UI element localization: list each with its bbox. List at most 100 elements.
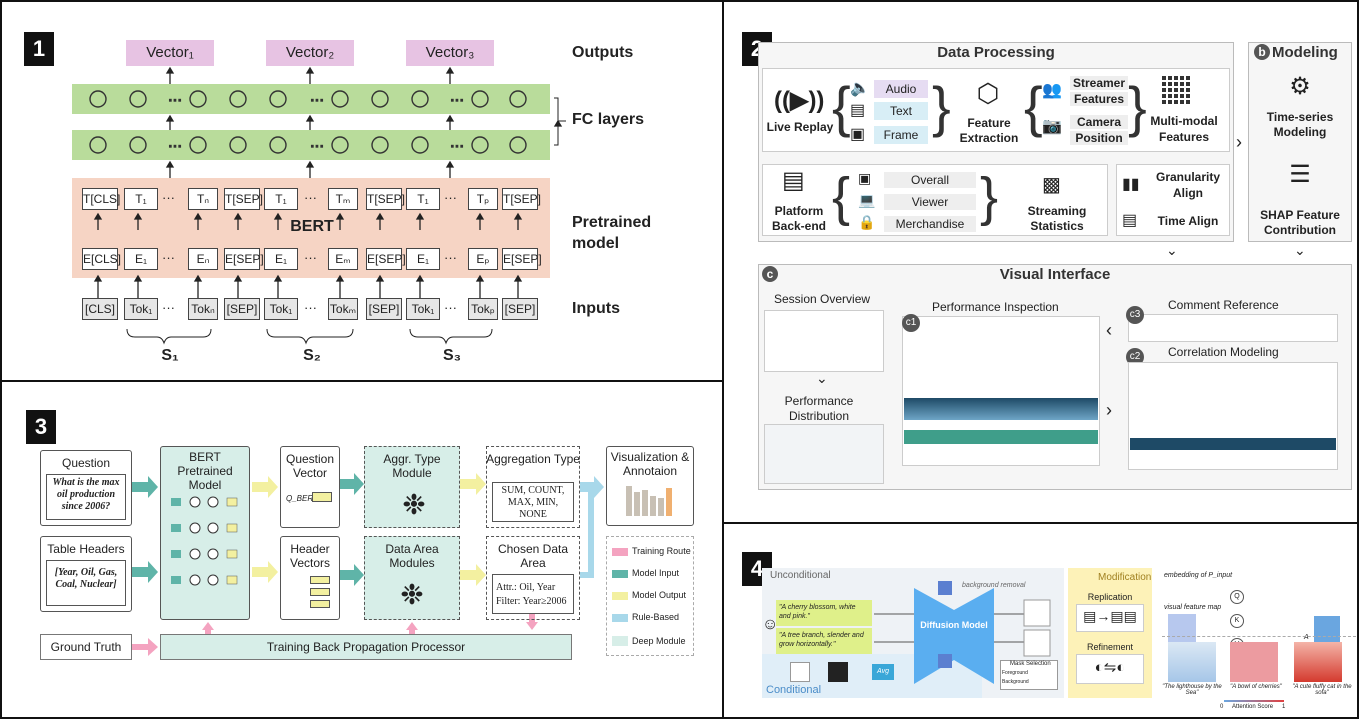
chevron-right-icon: ›	[1106, 400, 1112, 420]
tokens-box: T[SEP]	[502, 188, 541, 210]
vector-3-label: Vector₃	[425, 44, 475, 61]
refinement-label: Refinement	[1086, 642, 1134, 652]
align-box	[1116, 164, 1230, 236]
panel-number-3: 3	[26, 410, 56, 444]
time-align-label: Time Align	[1157, 214, 1219, 228]
segment-3-label: S₃	[442, 347, 462, 364]
qbert-label: Q_BERT	[286, 494, 318, 503]
merch-icon: 🔒	[858, 214, 876, 230]
overall-icon: ▣	[858, 170, 872, 186]
neuron	[189, 136, 207, 154]
shap-label-1: SHAP Feature	[1260, 208, 1340, 222]
session-overview-view	[764, 310, 884, 372]
shap-label-2: Contribution	[1264, 223, 1336, 237]
pretrained-label: Pretrained	[572, 214, 652, 231]
arrow-head	[93, 212, 103, 220]
tokens-box: T[CLS]	[82, 188, 120, 210]
grid-icon	[1162, 76, 1190, 104]
question-vector-label-2: Vector	[292, 466, 328, 480]
ins-box: Tok₁	[406, 298, 440, 320]
ins-box: [SEP]	[502, 298, 538, 320]
chevron-left-icon: ‹	[1106, 320, 1112, 340]
multimodal-label-2: Features	[1158, 130, 1210, 144]
arrow-head	[415, 274, 425, 282]
question-box	[40, 450, 132, 526]
session-overview-label: Session Overview	[774, 292, 871, 306]
brace: {	[1024, 75, 1043, 138]
modification-label: Modification	[1098, 572, 1152, 583]
ellipsis: ···	[444, 250, 457, 265]
perf-dist-label-2: Distribution	[788, 409, 850, 423]
table-headers-box	[40, 536, 132, 612]
input-sketch	[790, 662, 810, 682]
table-headers-label: Table Headers	[47, 542, 125, 556]
panel-table-qa-pipeline: 3 Question What is the max oil productio…	[0, 380, 724, 719]
data-area-module	[364, 536, 460, 620]
aggr-type-module-label: Aggr. Type Module	[383, 452, 441, 480]
camera-position-tag-2: Position	[1070, 131, 1128, 145]
dp-row-1	[762, 68, 1230, 152]
mask-selection	[1000, 660, 1058, 690]
panel-bert-architecture: 1 ·················· Vector₁ Vector₂ Vec…	[0, 0, 724, 382]
timeseries-icon: ⚙	[1289, 73, 1311, 100]
embeds-box: E[CLS]	[82, 248, 121, 270]
statistics-label-2: Statistics	[1030, 219, 1084, 233]
ellipsis: ···	[162, 300, 175, 315]
embedding-label: embedding of P_input	[1164, 572, 1233, 579]
chosen-data-area-box	[486, 536, 580, 620]
header-vector	[310, 576, 330, 584]
comment-ref-view	[1128, 314, 1338, 342]
aggregation-type-label: Aggregation Type	[486, 452, 580, 466]
ellipsis: ···	[162, 250, 175, 265]
chosen-filter: Filter: Year≥2006	[496, 596, 567, 607]
embeds-box: Eₘ	[328, 248, 358, 270]
overall-tag: Overall	[884, 172, 976, 188]
corr-modeling-view	[1128, 362, 1338, 470]
embeds-box: E[SEP]	[502, 248, 542, 270]
qbert-vector	[312, 492, 332, 502]
embeds-box: E[SEP]	[224, 248, 264, 270]
arrow-head	[93, 274, 103, 282]
scale-min: 0	[1220, 704, 1224, 710]
streamer-features-tag-1: Streamer	[1070, 76, 1128, 90]
bert-network-icon	[171, 496, 238, 586]
example-caption-3: "A cute fluffy cat in the sofa"	[1292, 684, 1352, 696]
arrow-head	[335, 274, 345, 282]
platform-label-1: Platform	[774, 204, 824, 218]
statistics-icon: ▩	[1042, 174, 1061, 196]
neuron	[89, 90, 107, 108]
ellipsis: ···	[450, 137, 464, 153]
camera-icon: 📷	[1042, 118, 1062, 135]
feature-extraction-icon: ⬡	[976, 78, 1000, 108]
platform-label-2: Back-end	[771, 219, 827, 233]
modeling-title: Modeling	[1272, 44, 1338, 61]
tokens-box: T[SEP]	[366, 188, 405, 210]
brace: }	[980, 167, 999, 227]
aggregation-type-box	[486, 446, 580, 528]
arrow-head	[165, 114, 175, 122]
neuron	[509, 90, 527, 108]
ellipsis: ···	[450, 91, 464, 107]
example-image-1	[1168, 642, 1216, 682]
arrow-head	[305, 114, 315, 122]
question-label: Question	[61, 456, 111, 470]
neuron	[371, 136, 389, 154]
example-image-3	[1294, 642, 1342, 682]
ground-truth-box: Ground Truth	[40, 634, 132, 660]
perf-dist-view	[764, 424, 884, 484]
ellipsis: ···	[310, 91, 324, 107]
ins-box: Tokₚ	[468, 298, 498, 320]
live-replay-label: Live Replay	[766, 120, 834, 134]
neuron	[471, 90, 489, 108]
embeds-box: Eₙ	[188, 248, 218, 270]
mask-selection-label: Mask Selection	[1010, 661, 1051, 667]
header-vectors-label: Header Vectors	[289, 542, 331, 570]
feature-map	[1168, 614, 1196, 642]
header-vector	[310, 600, 330, 608]
fc-layers-label: FC layers	[572, 111, 645, 128]
legend-input: Model Input	[632, 568, 680, 578]
neuron	[269, 136, 287, 154]
timeseries-label-1: Time-series	[1266, 110, 1334, 124]
ellipsis: ···	[444, 190, 457, 205]
scale-max: 1	[1282, 704, 1286, 710]
